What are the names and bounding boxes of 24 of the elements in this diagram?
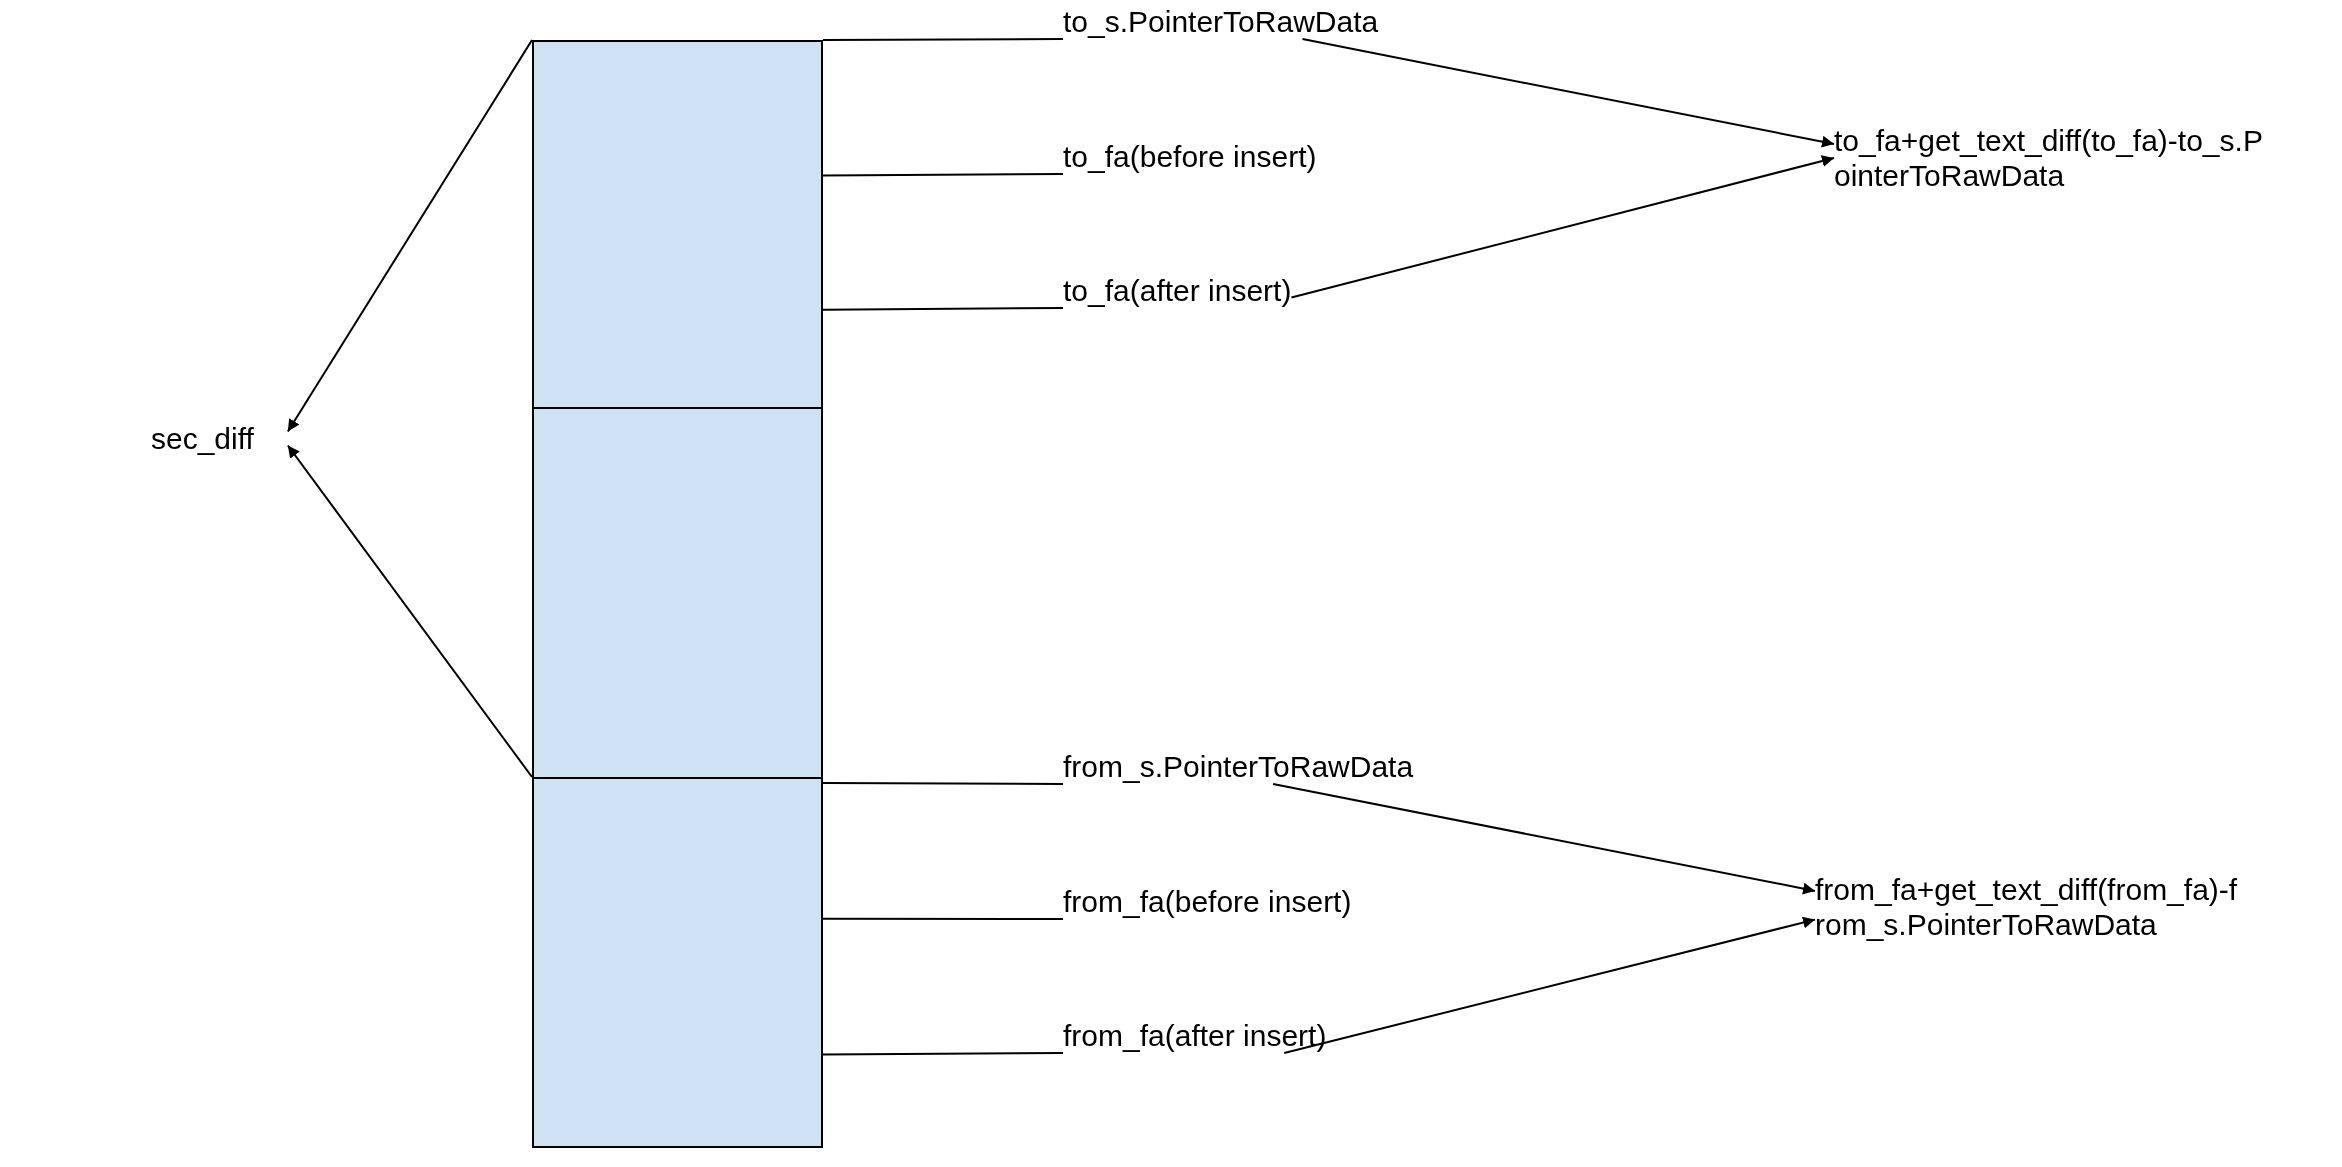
leader-line: [822, 307, 1064, 311]
field-label: to_fa(after insert): [1063, 273, 1292, 308]
leader-line: [822, 781, 1064, 785]
field-label: from_fa(after insert): [1063, 1018, 1327, 1053]
arrow: [1283, 916, 1816, 1054]
leader-line: [822, 1052, 1064, 1056]
variable-label: sec_diff: [151, 421, 288, 456]
memory-block: [532, 40, 823, 409]
field-label: to_s.PointerToRawData: [1063, 4, 1379, 39]
memory-block: [532, 407, 823, 779]
arrow: [1301, 38, 1835, 148]
formula-label: from_fa+get_text_diff(from_fa)-f rom_s.PointerToRawData: [1815, 872, 2320, 942]
leader-line: [822, 917, 1064, 920]
memory-block: [532, 777, 823, 1148]
formula-label: to_fa+get_text_diff(to_fa)-to_s.P ointerToRawData: [1834, 123, 2339, 193]
arrow: [1290, 155, 1835, 299]
arrow: [286, 39, 533, 433]
arrow: [286, 444, 533, 778]
field-label: from_s.PointerToRawData: [1063, 749, 1414, 784]
field-label: from_fa(before insert): [1063, 884, 1352, 919]
leader-line: [822, 38, 1064, 41]
arrow: [1272, 783, 1816, 895]
field-label: to_fa(before insert): [1063, 139, 1317, 174]
leader-line: [822, 173, 1064, 177]
